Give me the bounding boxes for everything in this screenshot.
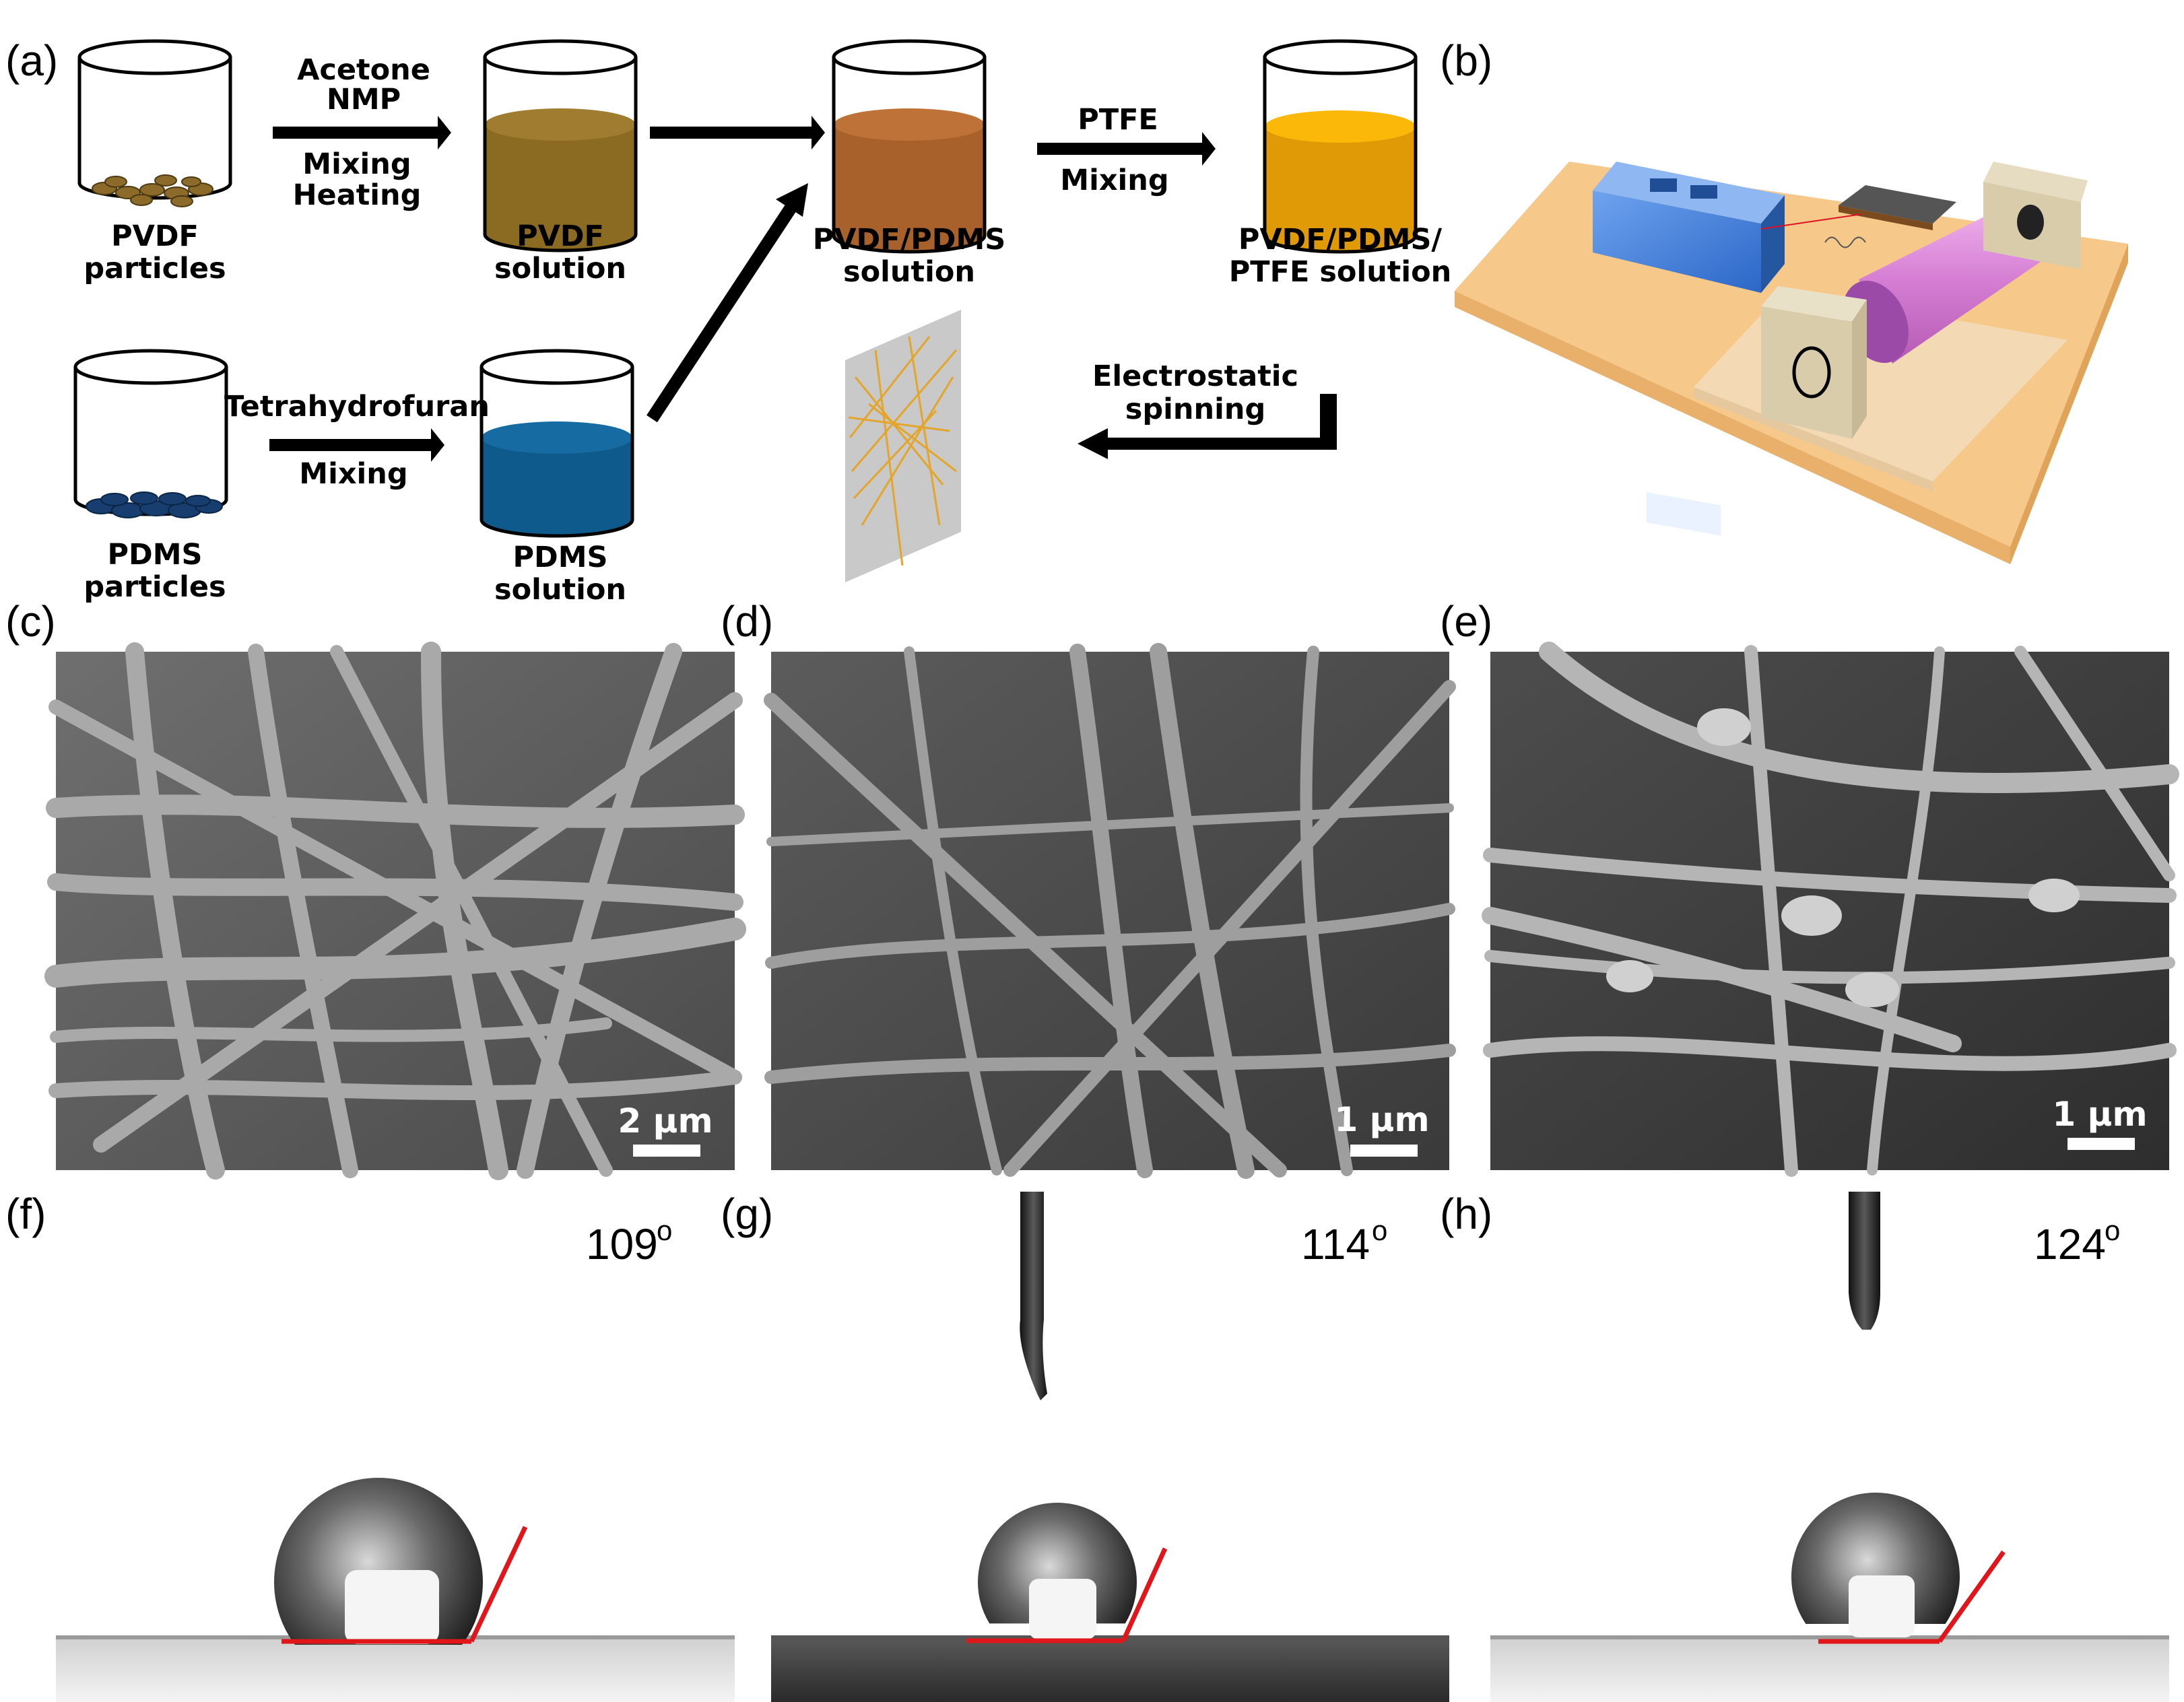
- sem-d-scalebar: [1350, 1145, 1418, 1157]
- label-pvdf-solution-2: solution: [494, 252, 626, 285]
- label-pdms-particles-1: PDMS: [108, 538, 203, 572]
- label-pdms-solution-2: solution: [494, 573, 626, 607]
- panel-label-c: (c): [5, 597, 56, 646]
- beaker-pdms-solution: [479, 349, 634, 538]
- panel-label-e: (e): [1440, 597, 1492, 646]
- panel-label-d: (d): [721, 597, 773, 646]
- label-pvdf-pdms-solution-1: PVDF/PDMS: [813, 223, 1006, 257]
- panel-label-h: (h): [1440, 1190, 1492, 1238]
- arrow-step1: [273, 116, 451, 149]
- label-ptfe-solution-1: PVDF/PDMS/: [1238, 223, 1443, 257]
- sem-e-beads: [1606, 708, 2080, 1007]
- label-pvdf-pdms-solution-2: solution: [843, 255, 975, 289]
- arrow-step-merge-top: [650, 116, 825, 149]
- angle-f-value: 109: [586, 1220, 658, 1268]
- angle-h-value: 124: [2034, 1220, 2106, 1268]
- sem-c-scalebar: [633, 1145, 700, 1157]
- beaker-pvdf-solution: [483, 39, 638, 252]
- arrow-step2: [269, 428, 444, 462]
- sem-image-d: 1 μm: [764, 643, 1456, 1179]
- angle-g-unit: o: [1372, 1215, 1387, 1246]
- contact-angle-f: 109 o: [56, 1215, 735, 1702]
- label-step4-1: Electrostatic: [1092, 360, 1298, 393]
- label-step1-heating: Heating: [293, 178, 422, 212]
- label-pdms-solution-1: PDMS: [513, 541, 608, 574]
- bracket-front: [1761, 286, 1867, 439]
- pdms-particles-dots: [86, 491, 223, 518]
- top-plate: [1839, 185, 1956, 230]
- droplet-g: [978, 1503, 1137, 1662]
- angle-h-unit: o: [2105, 1215, 2120, 1246]
- tangent-g: [1121, 1547, 1168, 1642]
- jet-line: [1760, 213, 1863, 230]
- arrow-step4: [1078, 394, 1337, 459]
- angle-g-value: 114: [1301, 1220, 1370, 1268]
- angle-f-unit: o: [657, 1215, 672, 1246]
- label-step2-mixing: Mixing: [299, 457, 407, 491]
- droplet-f: [274, 1478, 483, 1687]
- beaker-pdms-particles: [73, 349, 228, 518]
- tangent-f: [469, 1526, 528, 1643]
- sem-image-c: 2 μm: [44, 642, 746, 1180]
- label-step1-mixing: Mixing: [302, 147, 411, 181]
- sem-d-scale-label: 1 μm: [1334, 1100, 1429, 1139]
- whip-spiral: [1824, 236, 1866, 248]
- fibers: [848, 336, 958, 566]
- bracket-back: [1983, 162, 2088, 269]
- sem-c-fibers: [44, 642, 746, 1180]
- sem-d-fibers: [764, 643, 1456, 1179]
- droplet-h: [1791, 1493, 1960, 1661]
- sem-e-scalebar: [2067, 1138, 2135, 1150]
- panel-label-f: (f): [5, 1190, 46, 1238]
- beaker-pvdf-pdms-solution: [832, 39, 987, 254]
- panel-label-a: (a): [5, 36, 58, 85]
- beaker-ptfe-solution: [1263, 39, 1418, 254]
- label-pvdf-solution-1: PVDF: [517, 219, 604, 253]
- arrow-step3: [1037, 132, 1216, 166]
- needle-h: [1849, 1192, 1880, 1330]
- label-pvdf-particles-1: PVDF: [111, 219, 199, 253]
- contact-angle-g: 114 o: [771, 1192, 1449, 1702]
- flowchart: PVDF particles Acetone NMP Mixing Heatin…: [73, 39, 1452, 607]
- label-pvdf-particles-2: particles: [84, 252, 226, 285]
- label-pdms-particles-2: particles: [84, 570, 226, 604]
- sem-c-scale-label: 2 μm: [618, 1101, 713, 1141]
- panel-label-b: (b): [1440, 36, 1492, 85]
- needle-g: [1020, 1192, 1047, 1400]
- sem-image-e: 1 μm: [1482, 642, 2179, 1177]
- label-step1-acetone: Acetone: [297, 53, 430, 87]
- beaker-pvdf-particles: [77, 39, 232, 207]
- label-step3-mixing: Mixing: [1060, 164, 1168, 197]
- electrospinning-setup: [1455, 162, 2128, 564]
- label-step2-thf: Tetrahydrofuran: [224, 390, 490, 423]
- pvdf-particles-dots: [92, 174, 213, 207]
- syringe-pump: [1593, 162, 1785, 536]
- label-step1-nmp: NMP: [327, 83, 401, 116]
- tangent-h: [1938, 1550, 2006, 1643]
- sem-e-scale-label: 1 μm: [2052, 1095, 2147, 1134]
- arrow-step-merge-bottom: [647, 183, 808, 423]
- label-ptfe-solution-2: PTFE solution: [1229, 255, 1452, 289]
- label-step4-2: spinning: [1125, 393, 1265, 426]
- fiber-mat: [845, 310, 961, 582]
- label-step3-ptfe: PTFE: [1078, 103, 1158, 137]
- panel-label-g: (g): [721, 1190, 773, 1238]
- contact-angle-h: 124 o: [1490, 1192, 2169, 1702]
